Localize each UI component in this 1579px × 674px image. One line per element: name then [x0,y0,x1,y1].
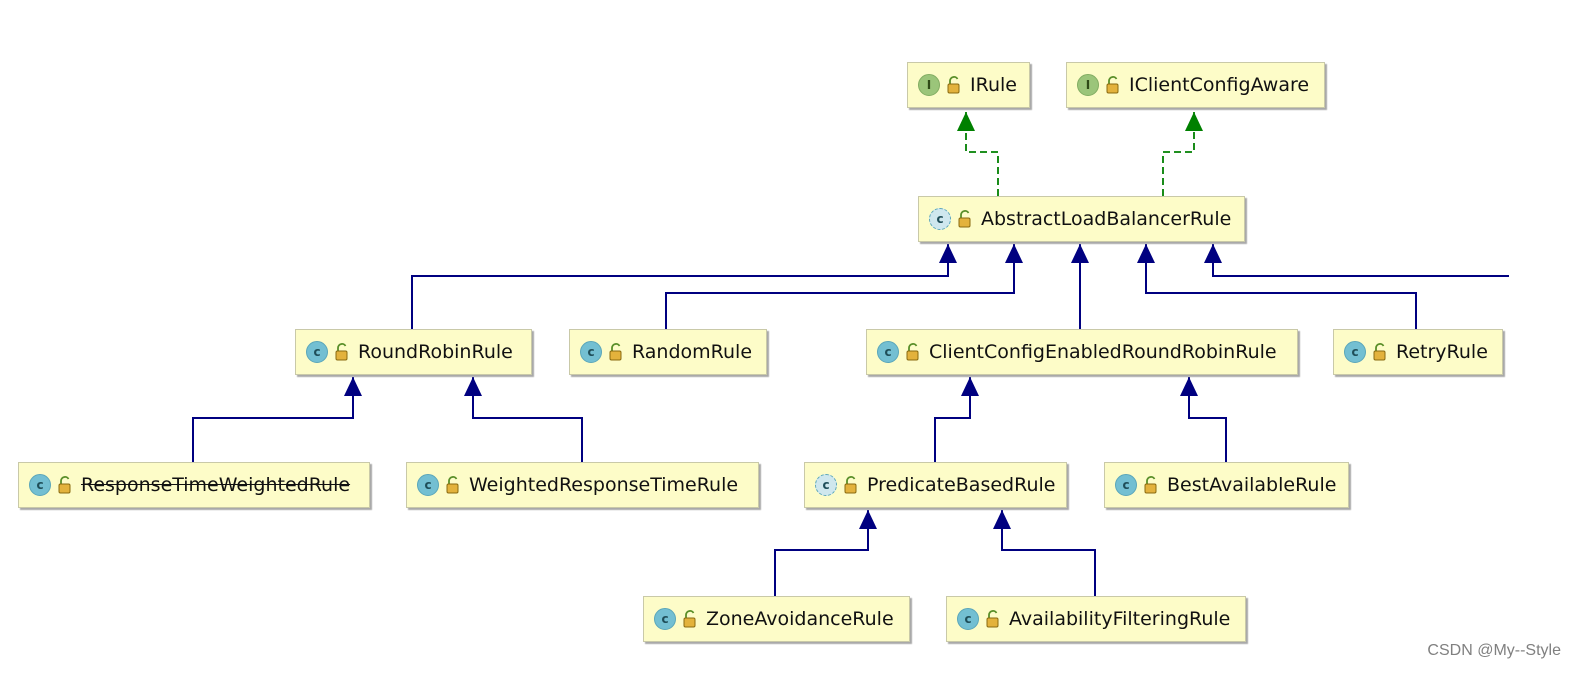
edge-arrowhead [1137,244,1155,263]
class-node-availability-filtering-rule[interactable]: c AvailabilityFilteringRule [946,596,1246,642]
class-icon: c [306,341,328,363]
public-lock-icon [683,610,696,628]
public-lock-icon [958,210,971,228]
interface-icon: I [1077,74,1099,96]
public-lock-icon [1144,476,1157,494]
edge-extends [1001,510,1096,596]
class-node-predicate-based-rule[interactable]: c PredicateBasedRule [804,462,1067,508]
class-name: ZoneAvoidanceRule [706,608,894,630]
public-lock-icon [906,343,919,361]
edge-implements [965,112,999,196]
abstract-class-icon: c [929,208,951,230]
edge-extends [774,510,869,596]
public-lock-icon [335,343,348,361]
edge-extends [665,244,1015,329]
edge-extends [192,377,354,462]
class-node-weighted-response-time-rule[interactable]: c WeightedResponseTimeRule [406,462,759,508]
edge-arrowhead [1204,244,1222,263]
edge-offscreen-subclass [1212,244,1509,277]
public-lock-icon [986,610,999,628]
class-node-client-config-enabled-round-robin-rule[interactable]: c ClientConfigEnabledRoundRobinRule [866,329,1298,375]
class-name: BestAvailableRule [1167,474,1337,496]
class-node-iclient-config-aware[interactable]: I IClientConfigAware [1066,62,1325,108]
public-lock-icon [1373,343,1386,361]
edge-arrowhead [859,510,877,529]
class-node-random-rule[interactable]: c RandomRule [569,329,767,375]
edge-arrowhead [993,510,1011,529]
public-lock-icon [446,476,459,494]
class-name: IRule [970,74,1017,96]
edge-implements [1162,112,1195,196]
edge-arrowhead [1180,377,1198,396]
class-icon: c [877,341,899,363]
class-name: RoundRobinRule [358,341,513,363]
class-name: PredicateBasedRule [867,474,1056,496]
class-icon: c [417,474,439,496]
class-icon: c [654,608,676,630]
class-name: WeightedResponseTimeRule [469,474,739,496]
class-name: RandomRule [632,341,753,363]
class-icon: c [957,608,979,630]
public-lock-icon [1106,76,1119,94]
edge-extends [472,377,583,462]
edge-extends [411,244,949,329]
class-name: AvailabilityFilteringRule [1009,608,1231,630]
edge-extends [934,377,971,462]
public-lock-icon [844,476,857,494]
public-lock-icon [58,476,71,494]
public-lock-icon [609,343,622,361]
edge-arrowhead [464,377,482,396]
class-node-response-time-weighted-rule[interactable]: c ResponseTimeWeightedRule [18,462,370,508]
class-node-irule[interactable]: I IRule [907,62,1030,108]
class-name: AbstractLoadBalancerRule [981,208,1232,230]
class-icon: c [29,474,51,496]
edge-extends [1145,244,1417,329]
watermark: CSDN @My--Style [1427,642,1561,659]
edge-arrowhead [1005,244,1023,263]
class-name: RetryRule [1396,341,1488,363]
abstract-class-icon: c [815,474,837,496]
class-name: ResponseTimeWeightedRule [81,474,351,496]
class-node-abstract-load-balancer-rule[interactable]: c AbstractLoadBalancerRule [918,196,1245,242]
class-node-best-available-rule[interactable]: c BestAvailableRule [1104,462,1349,508]
class-node-zone-avoidance-rule[interactable]: c ZoneAvoidanceRule [643,596,910,642]
class-icon: c [1115,474,1137,496]
class-node-retry-rule[interactable]: c RetryRule [1333,329,1503,375]
public-lock-icon [947,76,960,94]
class-icon: c [580,341,602,363]
edge-extends [1188,377,1227,462]
edge-arrowhead [1185,112,1203,131]
edge-arrowhead [957,112,975,131]
class-name: IClientConfigAware [1129,74,1310,96]
edge-arrowhead [1071,244,1089,263]
interface-icon: I [918,74,940,96]
class-icon: c [1344,341,1366,363]
class-node-round-robin-rule[interactable]: c RoundRobinRule [295,329,532,375]
edge-arrowhead [939,244,957,263]
edge-arrowhead [344,377,362,396]
edge-arrowhead [961,377,979,396]
class-name: ClientConfigEnabledRoundRobinRule [929,341,1277,363]
